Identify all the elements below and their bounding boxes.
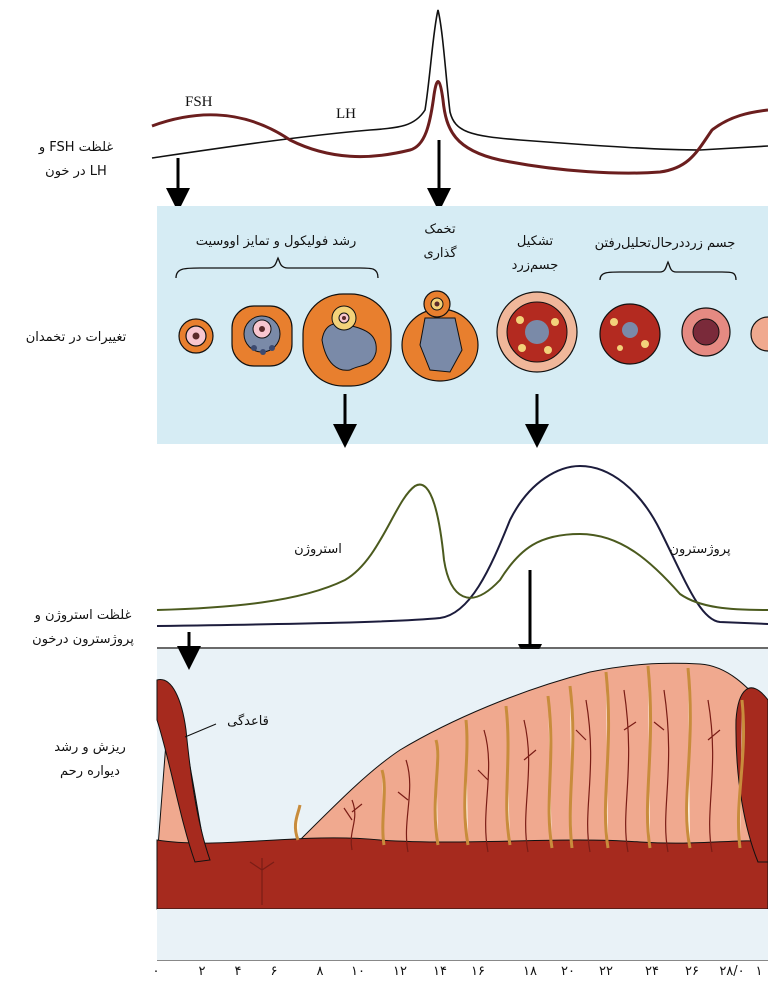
stage-ovulation-label-1: تخمک (410, 220, 470, 240)
axis-tick: ۴ (228, 962, 248, 982)
axis-tick: ۱۶ (466, 962, 490, 982)
fsh-label: FSH (185, 92, 213, 112)
stage-corpus-label-1: تشکیل (500, 232, 570, 252)
hormone-row-label-2: پروژسترون درخون (16, 630, 150, 650)
axis-tick: ۱۸ (518, 962, 542, 982)
stage-ovulation-label-2: گذاری (410, 244, 470, 264)
axis-strip (157, 909, 768, 960)
axis-tick: ۸ (310, 962, 330, 982)
ovary-row-label: تغییرات در تخمدان (14, 328, 138, 348)
uterus-row-label-1: ریزش و رشد (40, 738, 140, 758)
follicle-secondary (232, 306, 292, 366)
fsh-lh-row-label-1: غلظت FSH و (26, 138, 126, 158)
corpus-luteum-degenerating-2 (682, 308, 730, 356)
lh-curve (152, 10, 768, 158)
endometrium-basal-layer (157, 838, 768, 909)
fsh-lh-row-label-2: LH در خون (26, 162, 126, 182)
axis-tick: ۱ (752, 962, 766, 982)
axis-tick: ۲ (192, 962, 212, 982)
corpus-luteum-degenerating-1 (600, 304, 660, 364)
hormone-row-label-1: غلظت استروژن و (16, 606, 150, 626)
axis-tick: ۰ (146, 962, 166, 982)
axis-tick: ۲۲ (594, 962, 618, 982)
axis-tick: ۱۲ (388, 962, 412, 982)
axis-tick: ۲۰ (556, 962, 580, 982)
uterus-row-label-2: دیواره رحم (40, 762, 140, 782)
follicle-primary (179, 319, 213, 353)
follicle-tertiary (303, 294, 391, 386)
axis-tick: ۱۴ (428, 962, 452, 982)
axis-tick: ۲۸/۰ (714, 962, 750, 982)
corpus-luteum-forming (497, 292, 577, 372)
axis-tick: ۲۴ (640, 962, 664, 982)
progesterone-label: پروژسترون (660, 540, 740, 560)
stage-follicle-label: رشد فولیکول و تمایز اووسیت (176, 232, 376, 252)
basal-label: قاعدگی (218, 712, 278, 732)
estrogen-label: استروژن (288, 540, 348, 560)
stage-corpus-label-2: جسم‌زرد (500, 256, 570, 276)
stage-degenerating-label: جسم زرددرحال‌تحلیل‌رفتن (570, 234, 760, 254)
axis-tick: ۶ (264, 962, 284, 982)
axis-tick: ۲۶ (680, 962, 704, 982)
lh-label: LH (336, 104, 356, 124)
axis-tick: ۱۰ (346, 962, 370, 982)
